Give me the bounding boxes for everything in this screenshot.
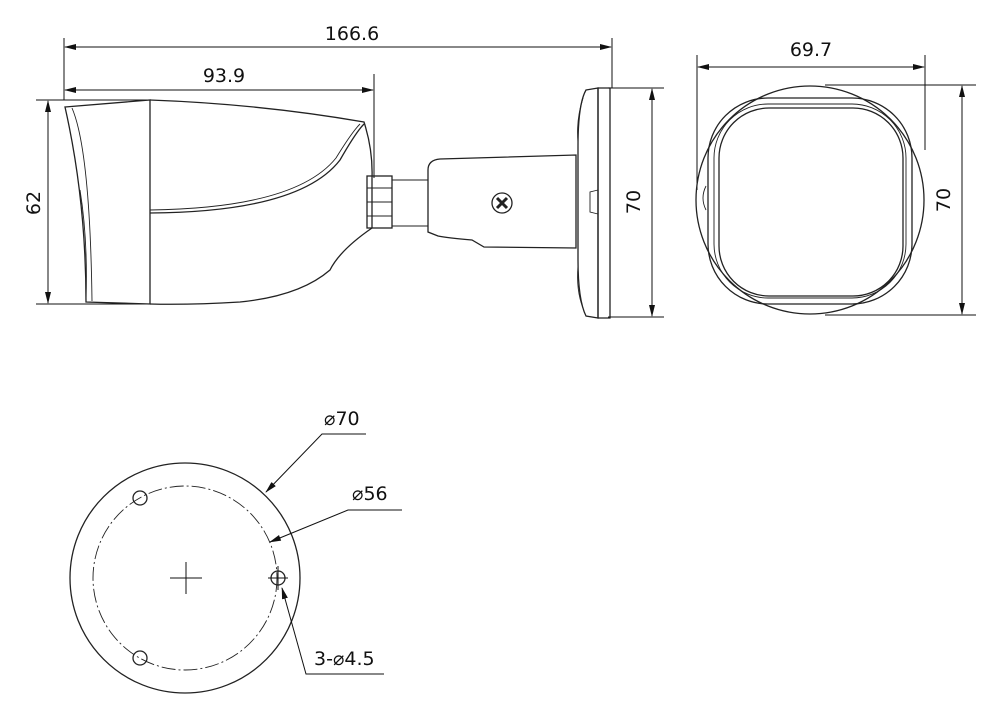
outer-diameter-label: ⌀70 <box>324 408 360 430</box>
front-view: 69.7 70 <box>695 39 976 316</box>
leader-holes: 3-⌀4.5 <box>281 587 384 675</box>
mounting-plate <box>577 87 611 319</box>
overall-length-label: 166.6 <box>325 23 379 45</box>
side-view: 166.6 93.9 62 <box>23 23 664 319</box>
dimension-front-height: 70 <box>825 84 976 316</box>
base-plate-view: ⌀70 ⌀56 3-⌀4.5 <box>69 408 402 694</box>
dimension-overall-length: 166.6 <box>63 23 613 100</box>
body-height-label: 62 <box>23 191 45 215</box>
connector-nut <box>366 175 428 229</box>
screw-icon <box>491 192 513 214</box>
dimension-body-length: 93.9 <box>64 65 375 178</box>
bracket-arm <box>427 154 577 249</box>
bracket-height-label: 70 <box>623 190 645 214</box>
leader-hole-circle: ⌀56 <box>269 483 402 543</box>
dimension-bracket-height: 70 <box>608 87 664 318</box>
front-height-label: 70 <box>933 188 955 212</box>
holes-label: 3-⌀4.5 <box>314 648 375 670</box>
body-length-label: 93.9 <box>203 65 245 87</box>
front-width-label: 69.7 <box>790 39 832 61</box>
hole-circle-label: ⌀56 <box>352 483 388 505</box>
dimension-body-height: 62 <box>23 99 150 305</box>
center-mark <box>170 562 202 594</box>
mounting-hole <box>132 490 148 506</box>
dimension-front-width: 69.7 <box>696 39 926 190</box>
mounting-hole <box>132 650 148 666</box>
leader-outer-diameter: ⌀70 <box>265 408 366 493</box>
camera-body <box>64 99 373 305</box>
